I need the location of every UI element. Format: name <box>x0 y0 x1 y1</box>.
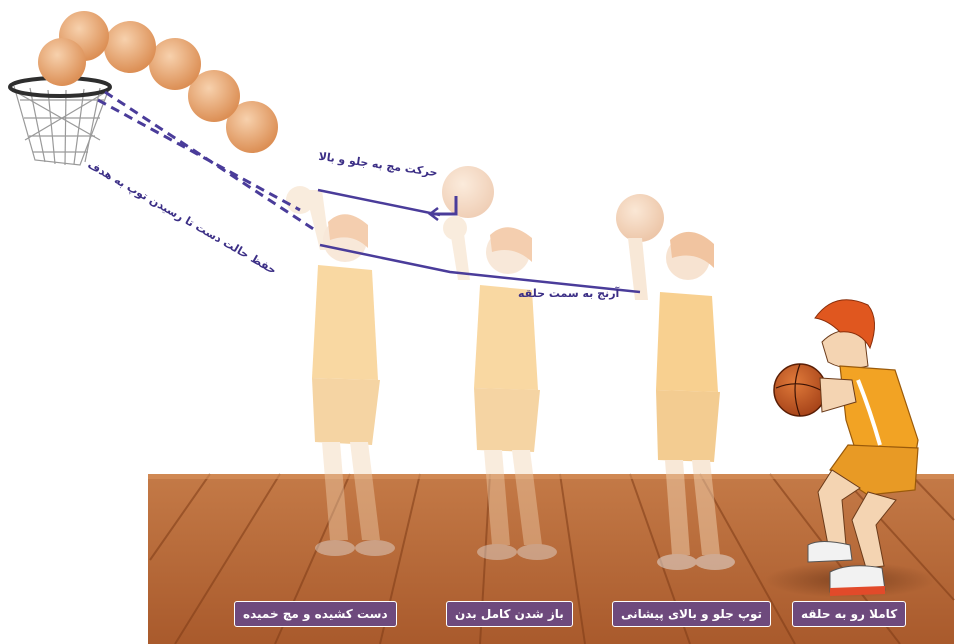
guide-lines <box>98 92 640 292</box>
caption-step-4: دست کشیده و مچ خمیده <box>234 601 397 627</box>
annotation-elbow-direction: آرنج به سمت حلقه <box>518 287 619 300</box>
basketball-hoop <box>10 78 110 165</box>
caption-step-1: کاملا رو به حلقه <box>792 601 906 627</box>
caption-step-3: باز شدن کامل بدن <box>446 601 573 627</box>
caption-step-2: توپ جلو و بالای پیشانی <box>612 601 771 627</box>
